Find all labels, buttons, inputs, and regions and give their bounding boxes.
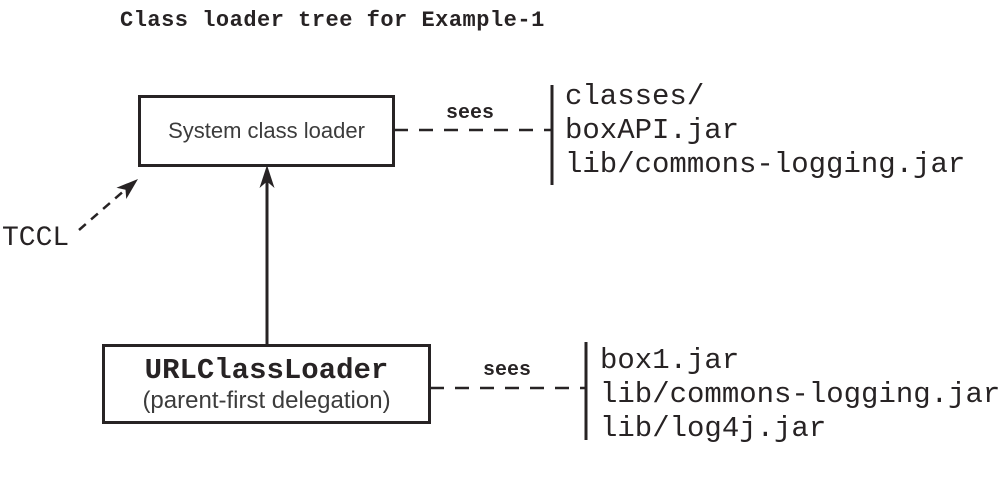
tccl-arrow bbox=[78, 179, 138, 231]
system-class-loader-node: System class loader bbox=[138, 95, 395, 167]
system-classpath-list: classes/ boxAPI.jar lib/commons-logging.… bbox=[565, 80, 965, 182]
url-classpath-list: box1.jar lib/commons-logging.jar lib/log… bbox=[600, 344, 1000, 446]
url-class-loader-node: URLClassLoader (parent-first delegation) bbox=[102, 344, 431, 424]
url-class-loader-sublabel: (parent-first delegation) bbox=[142, 386, 391, 414]
diagram-title: Class loader tree for Example-1 bbox=[120, 8, 545, 33]
system-sees-label: sees bbox=[446, 102, 495, 125]
classpath-entry: boxAPI.jar bbox=[565, 114, 740, 147]
classpath-entry: classes/ bbox=[565, 80, 705, 113]
classpath-entry: lib/log4j.jar bbox=[600, 412, 827, 445]
delegation-arrow bbox=[259, 165, 275, 344]
classpath-entry: lib/commons-logging.jar bbox=[565, 148, 966, 181]
url-class-loader-label: URLClassLoader bbox=[144, 353, 389, 387]
classpath-entry: lib/commons-logging.jar bbox=[600, 378, 1001, 411]
classpath-entry: box1.jar bbox=[600, 344, 740, 377]
system-class-loader-label: System class loader bbox=[168, 118, 365, 143]
url-sees-label: sees bbox=[483, 359, 532, 382]
tccl-label: TCCL bbox=[2, 223, 70, 254]
